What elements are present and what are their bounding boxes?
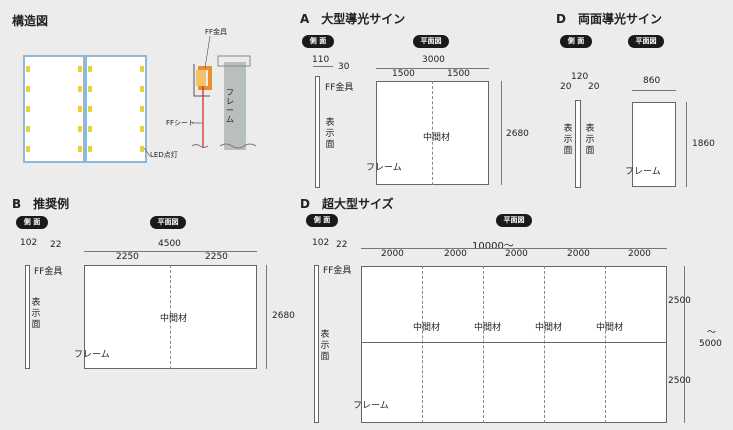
section-d-top-plan-panel	[632, 102, 676, 187]
section-d-bottom-col-dim-3: 2000	[505, 249, 528, 259]
section-a-plan-pill: 平面図	[413, 35, 449, 48]
section-a-dim-total: 3000	[422, 55, 445, 65]
section-b-plan-pill: 平面図	[150, 216, 186, 229]
section-d-bottom-ff-fitting: FF金具	[323, 266, 352, 276]
section-d-bottom-side-pill: 側 面	[306, 214, 338, 227]
section-b-dim-22: 22	[50, 240, 62, 250]
section-d-top-title: D 両面導光サイン	[556, 12, 662, 26]
section-a-dim-30: 30	[338, 62, 350, 72]
section-d-bottom-row-line	[361, 342, 667, 343]
section-d-bottom-middle-1: 中間材	[413, 323, 441, 333]
section-a-side-panel	[315, 76, 320, 188]
section-d-bottom-col-dim-1: 2000	[381, 249, 404, 259]
section-d-top-display-right: 表示面	[585, 124, 595, 156]
section-a-middle-line	[432, 81, 433, 185]
section-d-top-dimline-right	[686, 102, 687, 187]
section-a-side-dimline	[313, 66, 333, 67]
section-d-bottom-col-dim-4: 2000	[567, 249, 590, 259]
section-b-dimline-right	[266, 265, 267, 369]
frame-section	[224, 62, 246, 150]
section-d-top-side-pill: 側 面	[560, 35, 592, 48]
section-b-dim-height: 2680	[272, 311, 295, 321]
section-b-side-pill: 側 面	[16, 216, 48, 229]
section-d-bottom-col-line-1	[422, 266, 423, 423]
section-d-bottom-dim-102: 102	[312, 238, 330, 248]
section-a-dim-right: 1500	[447, 69, 470, 79]
section-d-bottom-frame-label: フレーム	[353, 401, 389, 411]
structure-frame-label: フレーム	[226, 88, 234, 124]
section-d-bottom-middle-3: 中間材	[535, 323, 563, 333]
section-d-top-dim-120: 120	[571, 72, 589, 82]
section-d-top-dimline-top	[632, 90, 676, 91]
section-d-top-display-left: 表示面	[563, 124, 573, 156]
structure-led-label: LED点灯	[150, 151, 178, 159]
structure-title: 構造図	[12, 14, 49, 28]
section-d-bottom-dimline-right	[684, 266, 685, 423]
section-d-bottom-col-line-4	[605, 266, 606, 423]
section-d-top-dim-width: 860	[643, 76, 661, 86]
section-a-dimline-top	[376, 68, 489, 69]
section-d-bottom-dim-tilde: ～	[707, 328, 717, 338]
section-d-bottom-dim-5000: 5000	[699, 339, 722, 349]
section-a-side-pill: 側 面	[302, 35, 334, 48]
section-b-dim-total: 4500	[158, 239, 181, 249]
section-b-middle-line	[170, 265, 171, 369]
section-d-bottom-dimline-top	[361, 248, 667, 249]
section-a-display-face: 表示面	[325, 118, 335, 150]
structure-ff-fitting-label: FF金具	[205, 28, 228, 36]
section-d-bottom-plan-pill: 平面図	[496, 214, 532, 227]
section-a-ff-fitting: FF金具	[325, 83, 354, 93]
structure-illustration	[23, 35, 257, 163]
led-panel-right	[85, 55, 147, 163]
section-b-dim-left: 2250	[116, 252, 139, 262]
section-d-bottom-plan-panel	[361, 266, 667, 423]
section-a-dim-left: 1500	[392, 69, 415, 79]
section-b-title: B 推奨例	[12, 197, 70, 211]
structure-ff-sheet-label: FFシート	[166, 119, 196, 127]
section-b-side-panel	[25, 265, 30, 369]
section-b-ff-fitting: FF金具	[34, 267, 63, 277]
section-d-bottom-col-dim-5: 2000	[628, 249, 651, 259]
section-d-bottom-dim-22: 22	[336, 240, 348, 250]
section-d-bottom-side-panel	[314, 265, 319, 423]
section-d-bottom-dim-lower: 2500	[668, 376, 691, 386]
section-d-top-side-panel	[575, 100, 581, 188]
section-d-bottom-dim-total: 10000～	[472, 241, 514, 252]
section-b-dimline-top	[84, 251, 257, 252]
section-a-title: A 大型導光サイン	[300, 12, 406, 26]
section-b-dim-102: 102	[20, 238, 38, 248]
section-d-top-frame-label: フレーム	[625, 167, 661, 177]
section-a-dim-110: 110	[312, 55, 330, 65]
section-a-middle-label: 中間材	[423, 133, 451, 143]
section-a-frame-label: フレーム	[366, 163, 402, 173]
section-a-dim-height: 2680	[506, 129, 529, 139]
section-b-middle-label: 中間材	[160, 314, 188, 324]
section-d-top-plan-pill: 平面図	[628, 35, 664, 48]
led-marks	[26, 66, 144, 152]
section-d-top-dim-height: 1860	[692, 139, 715, 149]
section-d-top-dim-20a: 20	[560, 82, 572, 92]
section-d-top-dim-20b: 20	[588, 82, 600, 92]
section-a-dimline-right	[501, 81, 502, 185]
section-b-dim-right: 2250	[205, 252, 228, 262]
led-panel-left	[23, 55, 85, 163]
section-d-bottom-dim-upper: 2500	[668, 296, 691, 306]
ff-fitting-shape	[198, 66, 212, 90]
section-d-bottom-col-line-3	[544, 266, 545, 423]
section-d-bottom-col-line-2	[483, 266, 484, 423]
section-d-bottom-title: D 超大型サイズ	[300, 197, 394, 211]
section-b-display-face: 表示面	[31, 298, 41, 330]
section-b-frame-label: フレーム	[74, 350, 110, 360]
section-d-bottom-middle-2: 中間材	[474, 323, 502, 333]
section-d-bottom-col-dim-2: 2000	[444, 249, 467, 259]
section-d-bottom-middle-4: 中間材	[596, 323, 624, 333]
section-d-bottom-display-face: 表示面	[320, 330, 330, 362]
